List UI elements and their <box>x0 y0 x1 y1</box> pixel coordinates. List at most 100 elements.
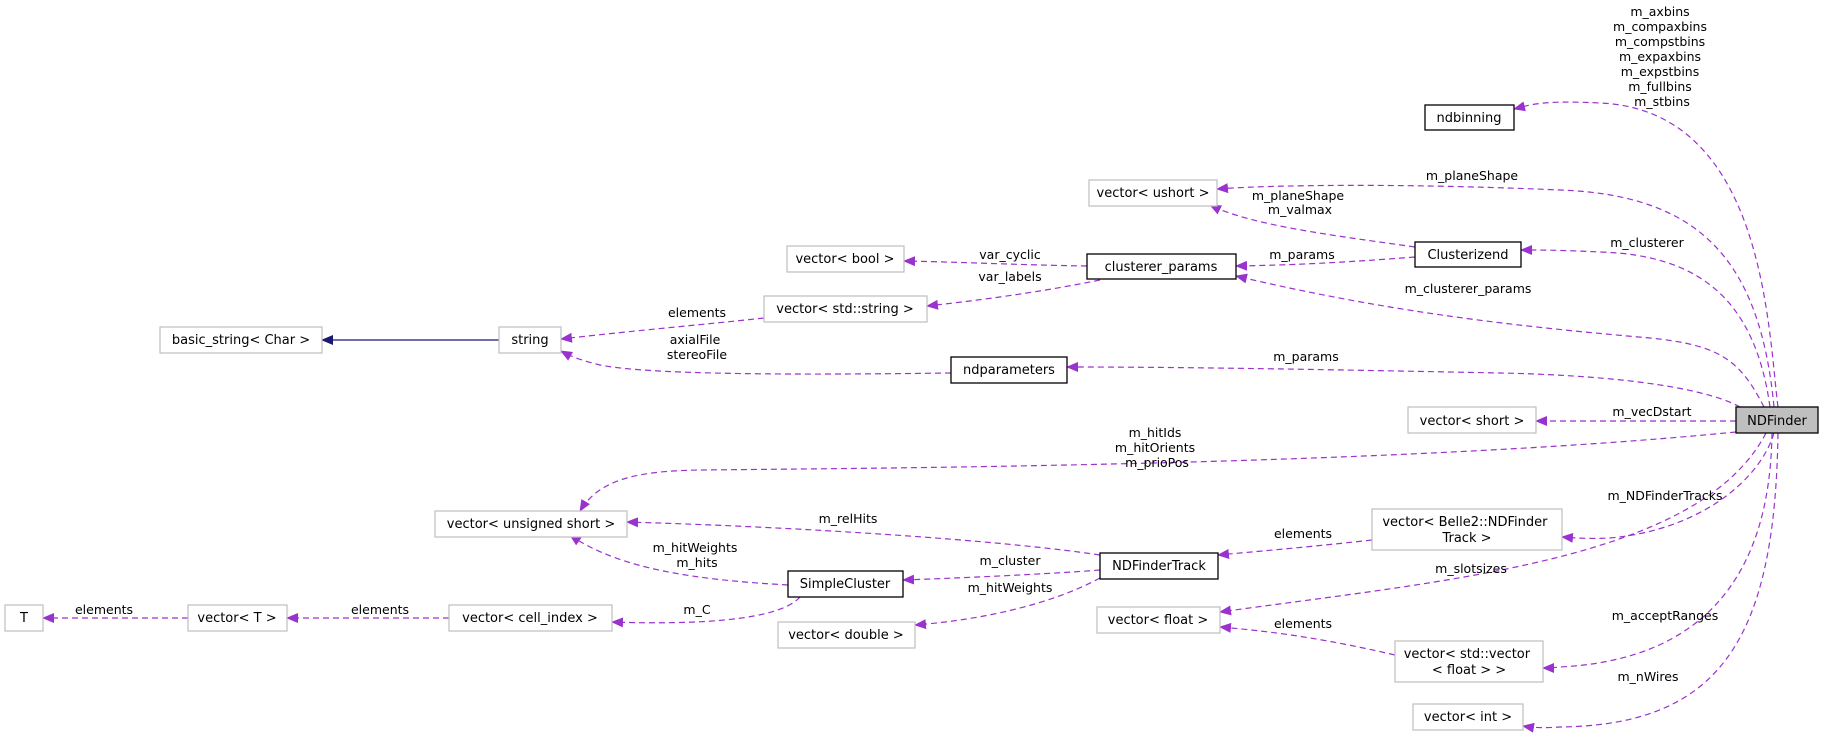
node-vector-unsigned-short-label: vector< unsigned short > <box>447 517 615 532</box>
node-string-label: string <box>511 333 548 348</box>
node-vector-cell-index-label: vector< cell_index > <box>462 611 598 626</box>
node-vector-unsigned-short[interactable]: vector< unsigned short > <box>434 510 628 538</box>
node-vector-float-label: vector< float > <box>1108 613 1209 628</box>
edge-simplecluster-vector-cell-index <box>611 596 801 628</box>
edge-labels: m_axbins m_compaxbins m_compstbins m_exp… <box>75 4 1723 684</box>
label-clusterer: m_clusterer <box>1610 235 1684 250</box>
label-clusterizend-ushort: m_planeShape m_valmax <box>1252 188 1348 217</box>
label-bins-2: m_compstbins <box>1615 34 1705 49</box>
label-cluster: m_cluster <box>980 553 1042 568</box>
edge-ndfinder-ndparameters <box>1066 362 1741 408</box>
node-vector-t-label: vector< T > <box>197 611 276 626</box>
label-bins-3: m_expaxbins <box>1619 49 1701 64</box>
node-basic-string[interactable]: basic_string< Char > <box>159 326 323 354</box>
label-bins: m_axbins m_compaxbins m_compstbins m_exp… <box>1613 4 1711 109</box>
edge-ndfinder-vector-ndfindertrack <box>1561 432 1775 543</box>
edge-ndfinder-ndbinning <box>1513 101 1779 408</box>
node-vector-int[interactable]: vector< int > <box>1412 703 1524 731</box>
node-vector-short-label: vector< short > <box>1420 414 1525 429</box>
label-n-wires: m_nWires <box>1618 669 1679 684</box>
edge-ndfindertrack-simplecluster <box>902 569 1101 585</box>
node-string[interactable]: string <box>498 326 562 354</box>
node-clusterer-params-label: clusterer_params <box>1105 260 1218 275</box>
label-plane-shape: m_planeShape <box>1426 168 1519 183</box>
node-t[interactable]: T <box>4 604 44 632</box>
node-vector-vector-float-label: vector< std::vector < float > > <box>1404 647 1535 678</box>
label-m-c: m_C <box>683 602 710 617</box>
label-files: axialFile stereoFile <box>667 332 728 362</box>
edge-clusterizend-clusterer-params <box>1235 256 1416 271</box>
node-vector-t[interactable]: vector< T > <box>187 604 288 632</box>
node-t-label: T <box>19 611 28 626</box>
label-clusterizend-params: m_params <box>1269 247 1335 262</box>
node-vector-cell-index[interactable]: vector< cell_index > <box>448 604 613 632</box>
edge-simplecluster-vector-unsigned-short <box>569 534 789 586</box>
node-vector-int-label: vector< int > <box>1424 710 1512 725</box>
node-vector-short[interactable]: vector< short > <box>1407 406 1537 434</box>
edge-ndfinder-clusterer-params <box>1235 273 1765 408</box>
label-clusterizend-ushort-0: m_planeShape <box>1252 188 1345 203</box>
label-var-labels: var_labels <box>978 269 1041 284</box>
edge-ndfindertrack-vector-unsigned-short <box>626 517 1101 556</box>
node-ndbinning[interactable]: ndbinning <box>1424 104 1515 131</box>
label-hit-ids-2: m_prioPos <box>1125 455 1189 470</box>
node-vector-ndfindertrack-line1: vector< Belle2::NDFinder <box>1382 515 1548 530</box>
label-bins-1: m_compaxbins <box>1613 19 1707 34</box>
label-bins-4: m_expstbins <box>1621 64 1700 79</box>
node-vector-double-label: vector< double > <box>788 628 904 643</box>
edge-vector-string-string <box>560 317 765 343</box>
node-clusterizend-label: Clusterizend <box>1427 248 1508 263</box>
label-hit-ids-1: m_hitOrients <box>1115 440 1195 455</box>
node-vector-string-label: vector< std::string > <box>776 302 913 317</box>
label-rel-hits: m_relHits <box>819 511 878 526</box>
node-ndbinning-label: ndbinning <box>1437 111 1502 126</box>
edge-ndfinder-vector-float <box>1219 432 1767 616</box>
edge-ndfinder-vector-ushort <box>1216 183 1775 408</box>
label-files-1: stereoFile <box>667 347 728 362</box>
label-cell-elements: elements <box>351 602 409 617</box>
node-basic-string-label: basic_string< Char > <box>172 333 310 348</box>
node-ndfindertrack[interactable]: NDFinderTrack <box>1099 552 1219 580</box>
label-clusterer-params: m_clusterer_params <box>1405 281 1532 296</box>
node-simplecluster-label: SimpleCluster <box>800 577 891 592</box>
edge-clusterer-params-vector-bool <box>903 256 1088 267</box>
node-vector-bool[interactable]: vector< bool > <box>786 245 905 273</box>
node-simplecluster[interactable]: SimpleCluster <box>787 570 904 598</box>
node-vector-double[interactable]: vector< double > <box>777 621 916 649</box>
node-vector-float[interactable]: vector< float > <box>1096 606 1221 634</box>
edge-vector-vector-float-vector-float <box>1219 622 1396 656</box>
label-var-cyclic: var_cyclic <box>979 247 1041 262</box>
label-track-elements: elements <box>1274 526 1332 541</box>
edge-ndfinder-vector-int <box>1522 432 1779 733</box>
label-hit-weights-hits-0: m_hitWeights <box>653 540 738 555</box>
node-ndparameters-label: ndparameters <box>963 363 1055 378</box>
edge-clusterizend-vector-ushort <box>1209 204 1416 248</box>
node-clusterer-params[interactable]: clusterer_params <box>1086 253 1237 280</box>
node-ndfindertrack-label: NDFinderTrack <box>1112 559 1206 574</box>
nodes: NDFinder ndbinning vector< ushort > Clus… <box>4 104 1819 731</box>
label-vec-dstart: m_vecDstart <box>1612 404 1691 419</box>
label-bins-5: m_fullbins <box>1628 79 1692 94</box>
label-files-0: axialFile <box>670 332 721 347</box>
edge-vector-ndfindertrack-ndfindertrack <box>1217 539 1373 559</box>
label-hit-ids-0: m_hitIds <box>1129 425 1182 440</box>
node-ndfinder-label: NDFinder <box>1747 414 1807 429</box>
edge-ndfinder-vector-vector-float <box>1542 432 1773 673</box>
node-vector-ushort[interactable]: vector< ushort > <box>1088 179 1218 207</box>
node-vector-ndfindertrack[interactable]: vector< Belle2::NDFinder Track > <box>1371 508 1563 551</box>
label-hit-ids: m_hitIds m_hitOrients m_prioPos <box>1115 425 1199 470</box>
node-vector-ndfindertrack-line2: Track > <box>1441 531 1491 546</box>
node-clusterizend[interactable]: Clusterizend <box>1414 241 1522 268</box>
node-vector-vector-float-line1: vector< std::vector <box>1404 647 1531 662</box>
node-ndparameters[interactable]: ndparameters <box>950 356 1068 384</box>
label-t-elements: elements <box>75 602 133 617</box>
node-vector-string[interactable]: vector< std::string > <box>763 295 928 323</box>
label-hit-weights-hits-1: m_hits <box>676 555 717 570</box>
label-hit-weights-hits: m_hitWeights m_hits <box>653 540 742 570</box>
edge-ndfinder-vector-unsigned-short <box>579 431 1737 512</box>
label-ndfinder-params: m_params <box>1273 349 1339 364</box>
node-ndfinder[interactable]: NDFinder <box>1735 406 1819 434</box>
node-vector-vector-float[interactable]: vector< std::vector < float > > <box>1394 640 1544 683</box>
edge-ndfindertrack-vector-double <box>914 577 1101 630</box>
